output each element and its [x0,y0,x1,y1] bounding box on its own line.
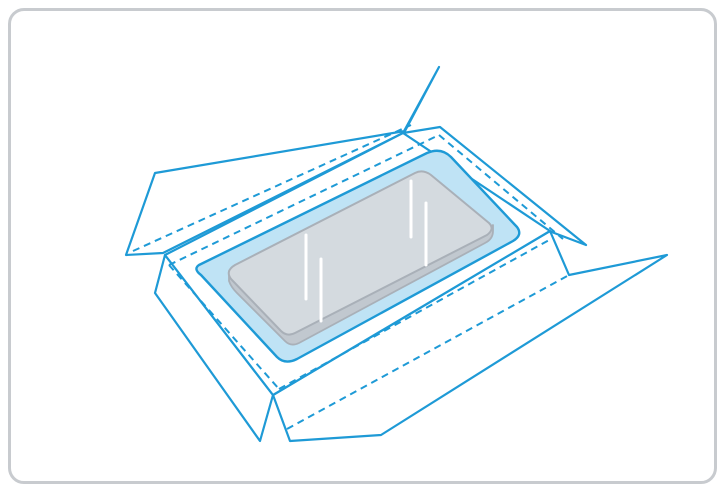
glare-marks [304,179,428,323]
fold-line-front-outer [286,274,570,430]
fold-line-front [278,238,552,390]
box-flap-rear [124,65,441,257]
illustration-card [8,8,717,484]
fold-line-rear-inner [168,134,440,266]
fold-line-left [168,264,280,390]
open-box-illustration [124,65,669,443]
box-fold-lines [132,124,570,430]
fold-line-right [438,134,564,240]
fold-line-rear [132,124,412,252]
